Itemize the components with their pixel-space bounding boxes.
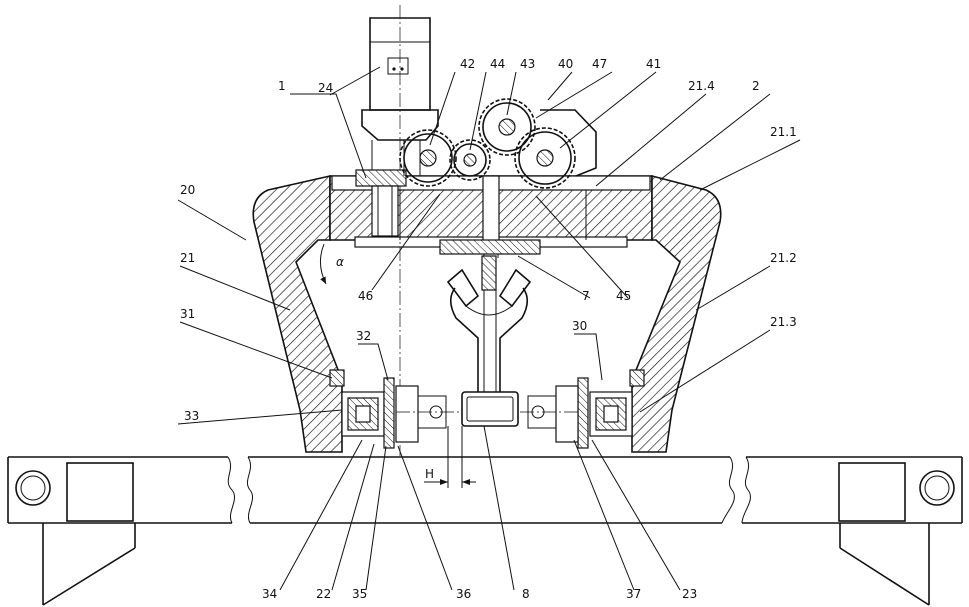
label-21-4: 21.4	[688, 79, 715, 93]
gear-43	[479, 99, 535, 155]
label-20: 20	[180, 183, 195, 197]
label-21-3: 21.3	[770, 315, 797, 329]
label-1: 1	[278, 79, 286, 93]
label-43: 43	[520, 57, 535, 71]
label-41: 41	[646, 57, 661, 71]
right-end-bracket	[839, 463, 954, 605]
label-22: 22	[316, 587, 331, 601]
label-44: 44	[490, 57, 505, 71]
label-46: 46	[358, 289, 373, 303]
label-35: 35	[352, 587, 367, 601]
part-labels: 24 42 44 43 40 47 41 21.4 2 1 21.1 20 21…	[180, 57, 797, 601]
label-31: 31	[180, 307, 195, 321]
angle-alpha: α	[320, 244, 344, 284]
label-42: 42	[460, 57, 475, 71]
label-7: 7	[582, 289, 590, 303]
gearbox-housing-40	[540, 110, 596, 176]
label-30: 30	[572, 319, 587, 333]
label-32: 32	[356, 329, 371, 343]
label-47: 47	[592, 57, 607, 71]
rail-beam	[8, 457, 962, 523]
label-21: 21	[180, 251, 195, 265]
gears	[400, 99, 596, 188]
left-end-bracket	[16, 463, 135, 605]
label-37: 37	[626, 587, 641, 601]
label-23: 23	[682, 587, 697, 601]
label-21-1: 21.1	[770, 125, 797, 139]
dimension-h-text: H	[425, 467, 434, 481]
central-assembly	[440, 240, 540, 426]
label-2: 2	[752, 79, 760, 93]
label-36: 36	[456, 587, 471, 601]
label-33: 33	[184, 409, 199, 423]
label-34: 34	[262, 587, 277, 601]
label-8: 8	[522, 587, 530, 601]
label-40: 40	[558, 57, 573, 71]
label-21-2: 21.2	[770, 251, 797, 265]
right-wheel-assembly	[520, 370, 644, 448]
label-45: 45	[616, 289, 631, 303]
left-wheel-assembly	[330, 370, 460, 448]
angle-alpha-text: α	[336, 255, 344, 269]
leader-lines	[178, 67, 800, 590]
label-24: 24	[318, 81, 333, 95]
